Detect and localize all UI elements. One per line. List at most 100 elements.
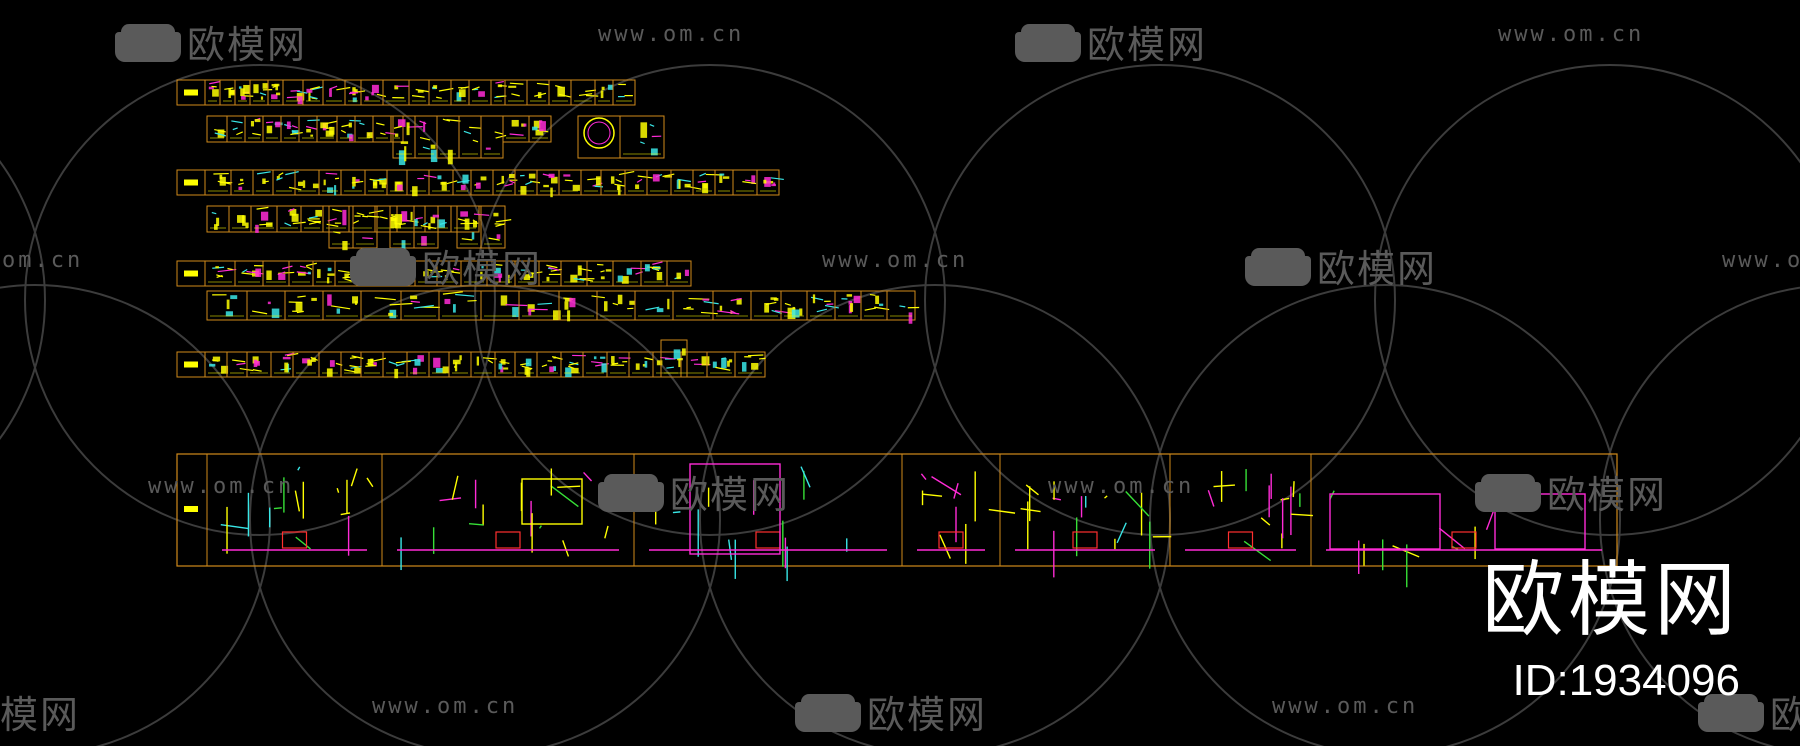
detail-line [295,536,311,550]
title-block-mark [184,179,198,186]
detail-block [471,232,475,240]
detail-block [812,294,816,304]
detail-block [763,179,767,184]
sheet-cell [528,115,552,143]
detail-block [240,88,245,97]
detail-block [459,355,462,361]
detail-block [524,366,529,375]
detail-line [715,366,731,371]
round-detail [583,117,615,149]
detail-block [423,121,426,132]
detail-line [469,126,482,129]
detail-block [254,119,261,123]
detail-block [564,297,572,302]
detail-line [214,132,226,137]
detail-block [528,272,534,278]
detail-line [336,86,351,91]
detail-line [286,96,298,99]
detail-block [388,312,393,316]
detail-line [745,179,751,182]
detail-line [931,476,962,496]
detail-block [396,273,399,280]
detail-line [368,209,384,214]
detail-block [635,363,640,370]
detail-line [420,224,437,229]
detail-block [719,173,723,183]
detail-block [552,366,557,372]
detail-block [302,358,311,364]
detail-block [215,266,219,269]
detail-block [271,308,280,319]
detail-block [520,186,527,195]
detail-line [600,270,605,273]
detail-block [245,222,249,229]
detail-block [629,300,636,305]
detail-block [230,295,238,300]
detail-line [699,172,707,177]
detail-block [508,173,516,179]
fixture-outline [495,531,521,549]
detail-block [282,356,291,360]
detail-block [621,276,629,284]
detail-line [939,534,951,559]
detail-block [494,273,503,278]
detail-block [875,295,880,305]
detail-block [320,122,329,129]
detail-line [511,93,520,97]
detail-block [397,184,403,191]
detail-block [400,141,409,144]
detail-block [563,174,571,177]
detail-line [640,141,645,145]
detail-block [352,87,356,96]
detail-block [381,182,386,189]
detail-line [362,237,373,240]
detail-line [252,132,262,136]
detail-block [311,297,317,301]
detail-line [988,508,1016,514]
detail-line [211,212,217,215]
detail-block [523,123,527,127]
watermark-arc [0,284,271,746]
detail-line [591,361,603,364]
detail-block [410,295,418,300]
detail-line [564,179,573,182]
detail-block [325,130,334,137]
detail-block [212,356,221,362]
detail-block [751,362,759,370]
detail-line [472,219,478,224]
detail-block [237,215,245,223]
detail-line [355,90,366,93]
detail-line [509,133,524,136]
detail-line [1392,545,1420,558]
detail-line [311,86,324,91]
detail-block [444,275,448,281]
watermark-arc [924,64,1396,536]
detail-block [553,310,561,321]
watermark-arc [1374,64,1800,536]
detail-line [557,485,581,489]
detail-block [266,270,272,280]
detail-line [495,134,507,139]
detail-block [485,147,491,150]
sheet-cell [734,351,766,378]
detail-line [742,181,757,185]
detail-block [342,209,347,226]
detail-line [284,222,292,227]
detail-line [721,357,726,360]
detail-block [352,176,356,187]
detail-line [217,268,237,273]
detail-block [493,212,499,217]
detail-block [255,224,259,233]
detail-block [226,299,230,310]
detail-block [209,363,216,367]
detail-block [511,119,519,127]
detail-block [550,176,558,184]
detail-line [562,540,570,557]
detail-line [536,82,549,86]
detail-block [307,271,311,275]
detail-block [447,149,453,165]
detail-block [481,265,484,269]
detail-block [684,269,689,277]
detail-block [652,174,660,182]
detail-line [452,267,460,271]
